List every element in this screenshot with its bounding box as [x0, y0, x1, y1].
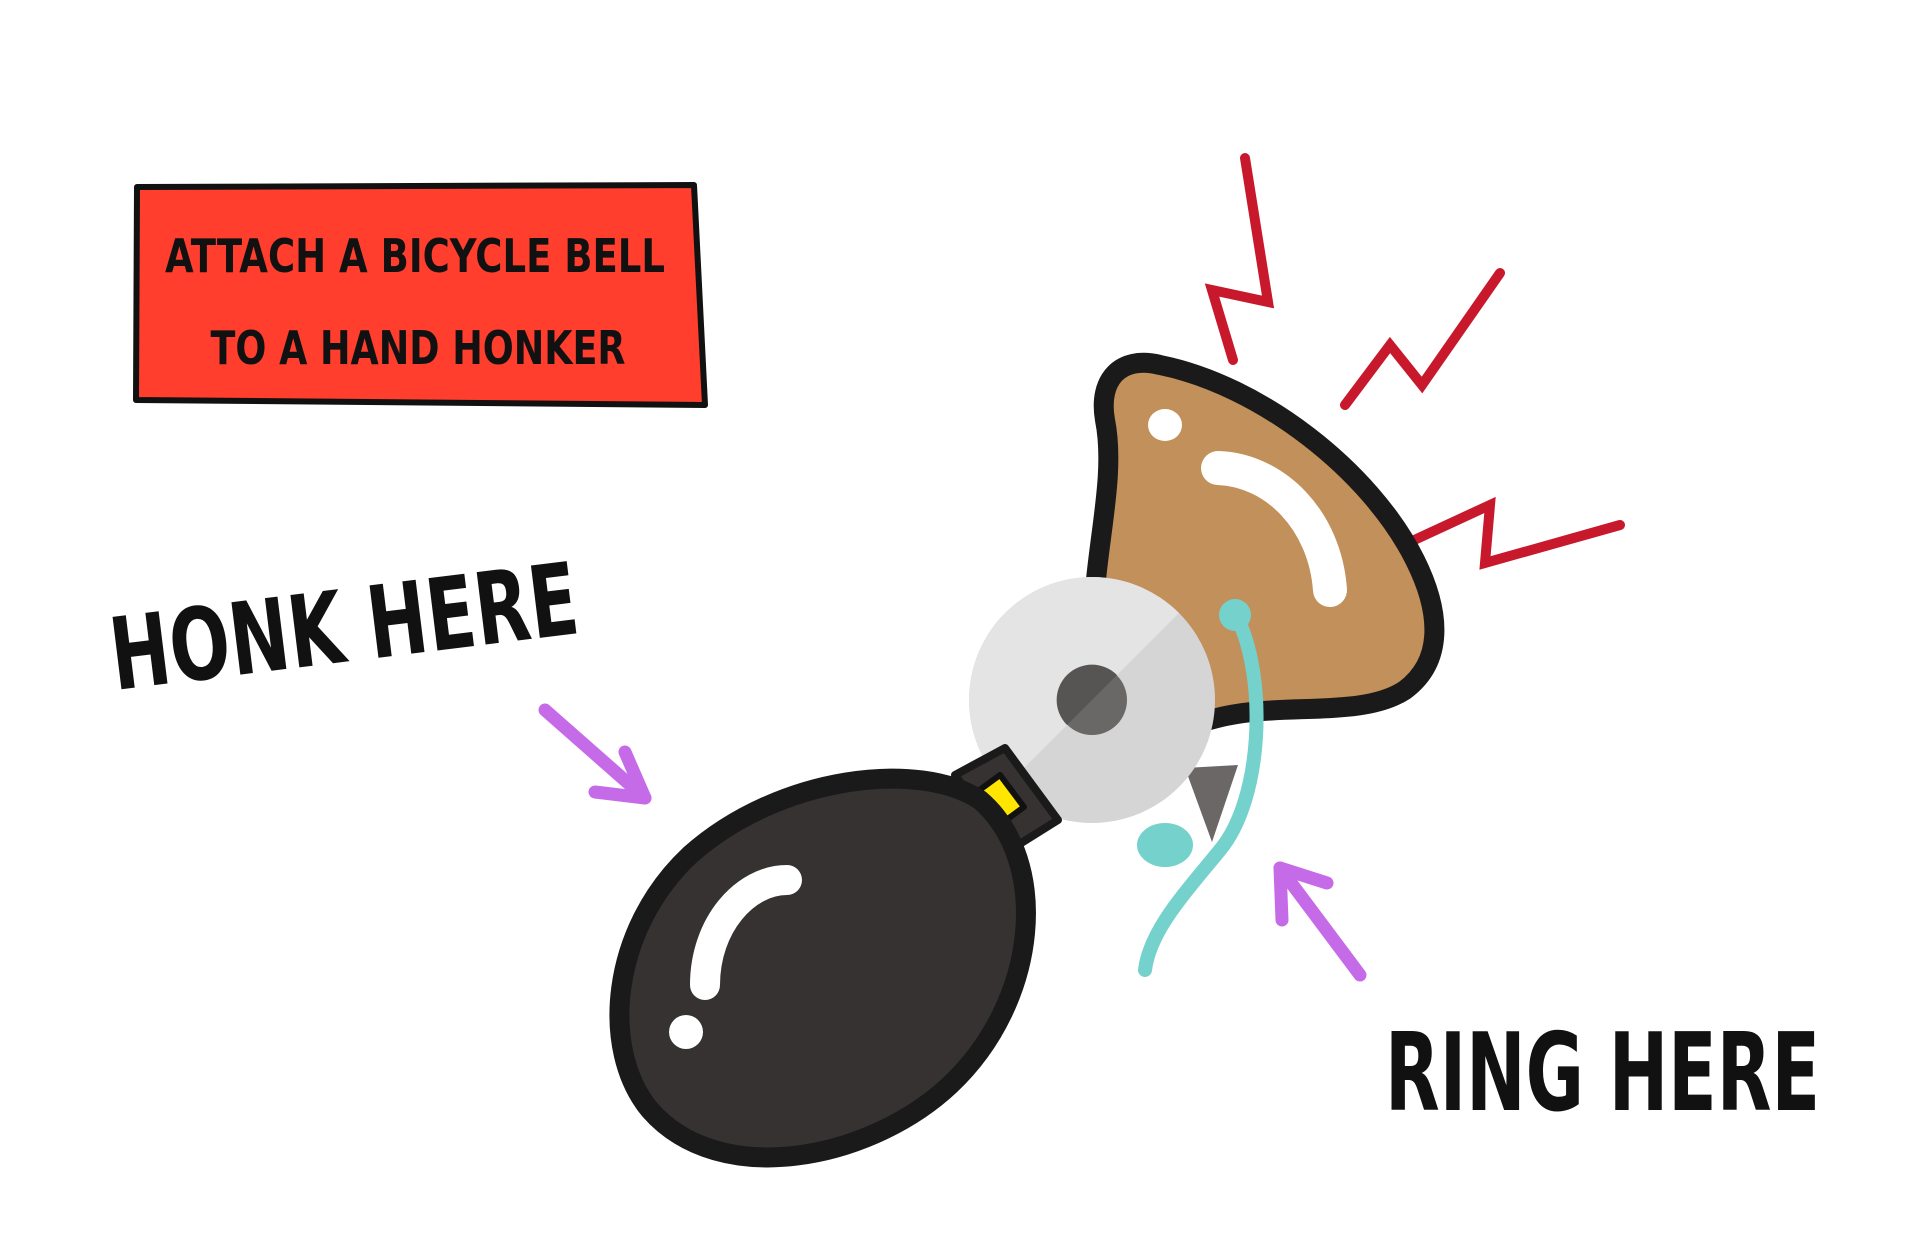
ring-here-label: RING HERE: [1385, 1011, 1820, 1136]
bicycle-bell-icon: [969, 352, 1445, 977]
bell-cap-center-dark: [1056, 664, 1117, 725]
title-line-2: TO A HAND HONKER: [211, 321, 626, 375]
bell-highlight-dot: [1148, 409, 1182, 441]
honker-bulb-icon: [609, 744, 1062, 1168]
ringer-lever-thumb: [1137, 823, 1193, 867]
ringer-lever-icon: [1138, 610, 1264, 977]
honk-here-label: HONK HERE: [104, 540, 585, 713]
sound-line-top: [1204, 153, 1275, 365]
title-box: ATTACH A BICYCLE BELL TO A HAND HONKER: [133, 182, 708, 408]
ring-arrow: [1273, 861, 1367, 982]
sound-burst-icon: [1204, 153, 1625, 570]
honker-highlight-stripe: [690, 865, 802, 1000]
arrow-icon: [538, 703, 1367, 982]
bell-highlight-stripe: [1201, 451, 1347, 607]
honker-highlight-dot: [669, 1015, 703, 1049]
ringer-lever-tip: [1219, 599, 1251, 631]
honk-arrow: [538, 703, 652, 805]
title-line-1: ATTACH A BICYCLE BELL: [165, 229, 665, 283]
bell-striker: [1185, 765, 1238, 842]
sound-line-middle: [1340, 268, 1505, 410]
honker-bulb: [609, 768, 1036, 1168]
sound-line-right: [1405, 496, 1625, 570]
title-box-background: [133, 182, 708, 408]
